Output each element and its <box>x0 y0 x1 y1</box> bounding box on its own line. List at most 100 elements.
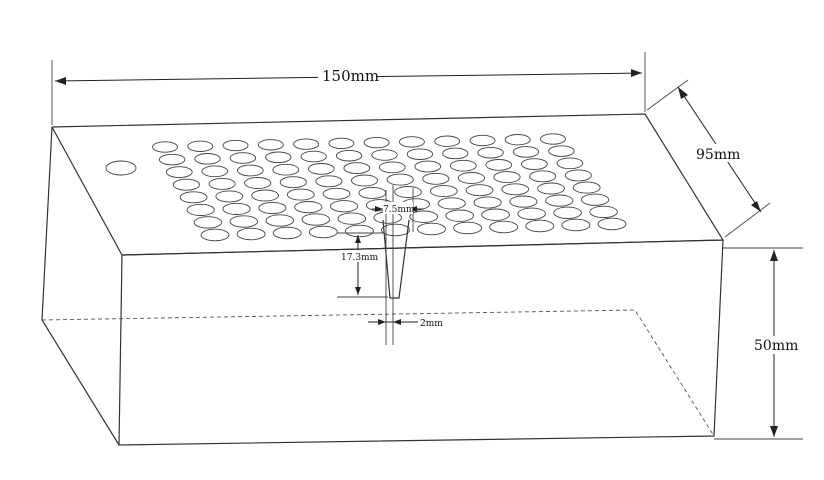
dimension-length: 150mm <box>51 52 646 125</box>
sample-hole <box>489 220 519 234</box>
sample-hole <box>406 148 434 160</box>
sample-hole <box>529 170 557 183</box>
sample-hole <box>286 188 315 201</box>
sample-hole <box>517 207 546 220</box>
sample-hole <box>564 169 592 182</box>
sample-hole <box>417 222 446 236</box>
sample-hole <box>265 214 295 227</box>
sample-hole <box>453 221 483 235</box>
sample-hole <box>437 197 466 210</box>
sample-hole <box>469 134 496 147</box>
sample-hole <box>158 153 186 166</box>
sample-hole <box>545 194 574 207</box>
sample-hole <box>193 216 223 229</box>
sample-hole <box>457 172 485 184</box>
sample-hole <box>485 159 513 171</box>
sample-hole <box>330 200 359 213</box>
sample-hole <box>337 212 367 225</box>
sample-hole <box>465 184 494 197</box>
sample-hole <box>548 145 575 157</box>
fiducial-hole <box>105 160 137 176</box>
sample-hole <box>257 139 284 151</box>
sample-hole <box>540 133 566 145</box>
sample-hole <box>344 224 374 238</box>
sample-hole <box>493 171 521 184</box>
sample-hole <box>229 215 259 228</box>
sample-hole <box>445 209 474 222</box>
sample-hole <box>581 193 610 206</box>
sample-hole <box>152 141 178 153</box>
sample-hole <box>409 210 438 223</box>
sample-hole <box>371 149 398 161</box>
sample-hole <box>322 187 351 200</box>
sample-hole <box>186 203 215 216</box>
hole-bottom-diameter-label: 2mm <box>420 319 443 329</box>
sample-hole <box>553 206 582 219</box>
sample-hole <box>521 158 548 170</box>
sample-hole <box>279 176 307 189</box>
sample-hole <box>165 166 193 178</box>
sample-hole <box>477 146 504 159</box>
dimension-height: 50mm <box>714 247 803 440</box>
sample-hole <box>272 226 302 240</box>
sample-hole <box>265 151 292 164</box>
sample-hole <box>429 185 458 198</box>
sample-hole <box>244 177 272 189</box>
sample-hole <box>398 136 425 148</box>
sample-hole <box>386 173 414 186</box>
sample-hole <box>561 218 591 232</box>
sample-hole <box>251 189 279 202</box>
sample-hole <box>363 136 390 149</box>
sample-hole <box>222 139 249 152</box>
hole-top-diameter-label: 7.5mm <box>383 205 415 215</box>
sample-hole <box>597 217 627 231</box>
hole-depth-label: 17.3mm <box>341 253 379 263</box>
sample-hole <box>229 152 257 164</box>
sample-hole <box>509 195 538 208</box>
sample-hole <box>236 164 264 177</box>
sample-hole <box>172 178 200 191</box>
sample-hole <box>187 140 214 152</box>
sample-hole <box>378 161 406 174</box>
sample-hole <box>200 228 230 242</box>
sample-hole <box>572 181 601 194</box>
sample-hole <box>343 162 371 174</box>
sample-hole <box>350 174 379 187</box>
sample-hole <box>328 137 355 150</box>
sample-hole <box>442 147 469 160</box>
sample-hole <box>381 223 410 237</box>
sample-hole <box>293 138 320 150</box>
sample-hole <box>525 219 555 233</box>
sample-hole <box>201 165 229 178</box>
sample-hole <box>222 202 251 215</box>
dimension-height-label: 50mm <box>754 338 798 354</box>
sample-hole <box>308 225 338 239</box>
sample-hole <box>501 183 530 196</box>
sample-hole <box>512 146 540 158</box>
sample-hole <box>307 163 335 175</box>
sample-hole <box>300 150 327 163</box>
sample-hole <box>358 186 387 199</box>
sample-hole <box>215 190 244 203</box>
sample-hole <box>434 135 461 147</box>
sample-hole <box>272 163 300 176</box>
dimension-width-label: 95mm <box>696 147 740 163</box>
sample-hole <box>422 172 450 185</box>
sample-hole <box>504 134 531 146</box>
sample-hole <box>481 208 510 221</box>
sample-hole <box>335 149 363 162</box>
sample-hole <box>473 196 502 209</box>
sample-hole <box>179 191 208 204</box>
sample-hole <box>449 159 477 172</box>
sample-hole <box>315 175 343 188</box>
sample-hole <box>414 160 442 173</box>
sample-hole <box>394 186 422 198</box>
sample-hole <box>556 157 584 170</box>
sample-hole <box>208 177 236 190</box>
sample-hole <box>537 182 565 195</box>
sample-hole <box>294 201 323 214</box>
sample-hole <box>258 201 287 215</box>
sample-hole <box>194 153 221 165</box>
dimension-length-label: 150mm <box>322 67 379 85</box>
